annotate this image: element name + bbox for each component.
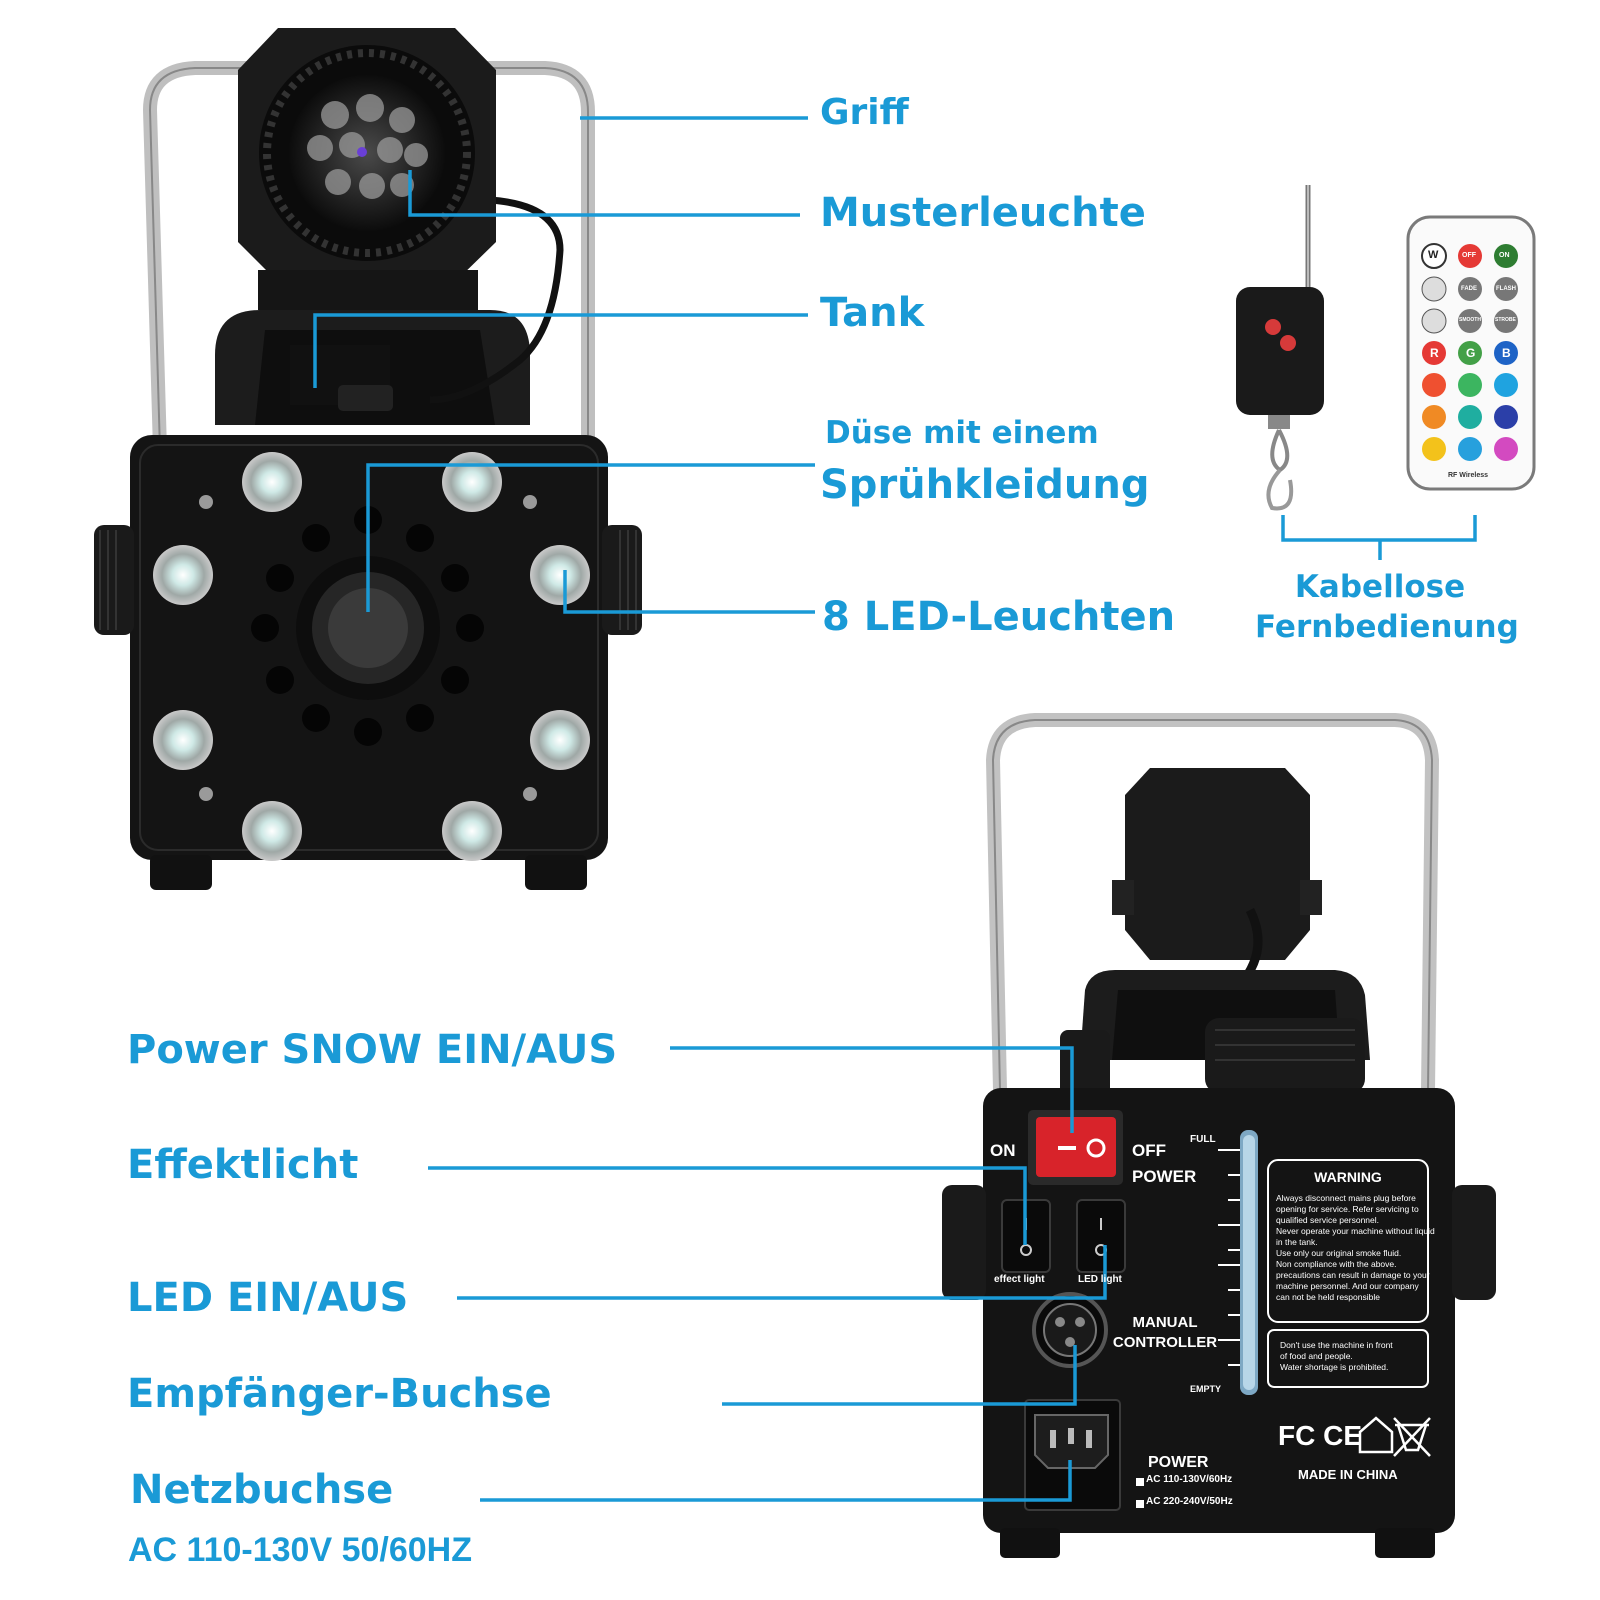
label-power-snow: Power SNOW EIN/AUS: [127, 1027, 618, 1073]
ir-remote: [1406, 215, 1536, 491]
label-duese-line2: Sprühkleidung: [820, 462, 1150, 508]
led-light-switch: [1076, 1199, 1126, 1273]
label-musterleuchte: Musterleuchte: [820, 190, 1146, 236]
panel-off: OFF: [1132, 1141, 1166, 1160]
panel-power-socket: POWER: [1148, 1454, 1209, 1471]
warning-box: [1267, 1159, 1429, 1323]
remote-btn-w: W: [1428, 249, 1439, 261]
gauge-empty: EMPTY: [1190, 1384, 1222, 1394]
remote-btn-strobe: STROBE: [1495, 317, 1516, 323]
remote-btn-off: OFF: [1462, 252, 1476, 259]
remote-btn-b: B: [1502, 346, 1511, 360]
remote-btn-fade: FADE: [1461, 286, 1478, 292]
panel-on: ON: [990, 1141, 1016, 1160]
made-in-china: MADE IN CHINA: [1298, 1467, 1398, 1482]
label-effektlicht: Effektlicht: [127, 1142, 359, 1188]
remote-brand: RF Wireless: [1448, 472, 1489, 479]
back-callout-lines: [428, 1046, 1107, 1502]
label-netzbuchse: Netzbuchse: [130, 1467, 394, 1513]
label-duese-line1: Düse mit einem: [825, 415, 1099, 451]
remote-btn-smooth: SMOOTH: [1459, 317, 1481, 323]
notice-body: Don't use the machine in front of food a…: [1280, 1340, 1393, 1372]
back-machine: [942, 713, 1496, 1558]
key-fob: [1236, 185, 1324, 511]
panel-effect-light: effect light: [994, 1274, 1045, 1285]
recycle-house-icon: [1358, 1416, 1394, 1454]
notice-box: [1267, 1329, 1429, 1388]
label-empfaenger: Empfänger-Buchse: [127, 1371, 552, 1417]
panel-manual-line1: MANUAL: [1132, 1314, 1198, 1331]
label-led-ein-aus: LED EIN/AUS: [127, 1275, 409, 1321]
weee-bin-icon: [1393, 1417, 1431, 1457]
label-led-lights: 8 LED-Leuchten: [822, 594, 1176, 640]
remote-btn-flash: FLASH: [1496, 286, 1516, 292]
label-ac-rating: AC 110-130V 50/60HZ: [128, 1531, 472, 1569]
label-griff: Griff: [820, 92, 909, 133]
cert-marks: FC CE: [1278, 1420, 1362, 1451]
gauge-full: FULL: [1190, 1134, 1216, 1145]
panel-power: POWER: [1132, 1167, 1197, 1186]
remote-btn-r: R: [1430, 346, 1439, 360]
panel-led-light: LED light: [1078, 1274, 1122, 1285]
front-machine: [94, 28, 642, 890]
label-tank: Tank: [820, 290, 925, 336]
remote-btn-g: G: [1466, 346, 1476, 360]
label-remote-line1: Kabellose: [1294, 569, 1466, 605]
panel-voltage-1: AC 110-130V/60Hz: [1146, 1474, 1233, 1485]
front-callout-lines: [313, 116, 1477, 614]
panel-voltage-2: AC 220-240V/50Hz: [1146, 1496, 1233, 1507]
front-leds: [153, 452, 590, 861]
warning-title: WARNING: [1314, 1169, 1382, 1185]
panel-manual-line2: CONTROLLER: [1112, 1334, 1218, 1351]
label-remote-line2: Fernbedienung: [1255, 609, 1519, 645]
warning-body: Always disconnect mains plug before open…: [1276, 1193, 1435, 1302]
remote-btn-on: ON: [1499, 252, 1510, 259]
